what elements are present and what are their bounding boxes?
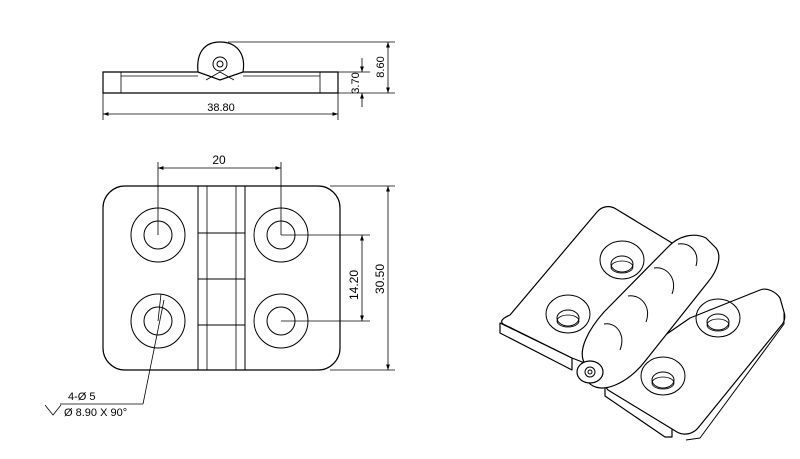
dim-plate-height: 30.50 <box>373 264 387 294</box>
dim-hole-spacing-v: 14.20 <box>347 270 361 300</box>
iso-hole-3 <box>695 298 741 338</box>
dim-height-total: 8.60 <box>375 56 387 77</box>
iso-hole-1 <box>599 240 645 280</box>
dim-width-total: 38.80 <box>207 102 235 114</box>
iso-hole-2 <box>545 294 591 334</box>
front-view: 20 14.20 30.50 4-Ø 5 Ø 8.90 X 90° <box>44 153 395 419</box>
hole-bottom-left <box>130 293 186 349</box>
isometric-view <box>499 206 786 441</box>
dim-plate-thickness: 3.70 <box>350 72 362 93</box>
dim-hole-spacing-h: 20 <box>212 153 226 167</box>
countersink-symbol-icon <box>44 404 62 416</box>
iso-hole-4 <box>640 356 686 396</box>
callout-countersink: Ø 8.90 X 90° <box>64 407 127 419</box>
side-view: 38.80 3.70 8.60 <box>102 41 395 120</box>
callout-hole-count: 4-Ø 5 <box>68 391 96 403</box>
